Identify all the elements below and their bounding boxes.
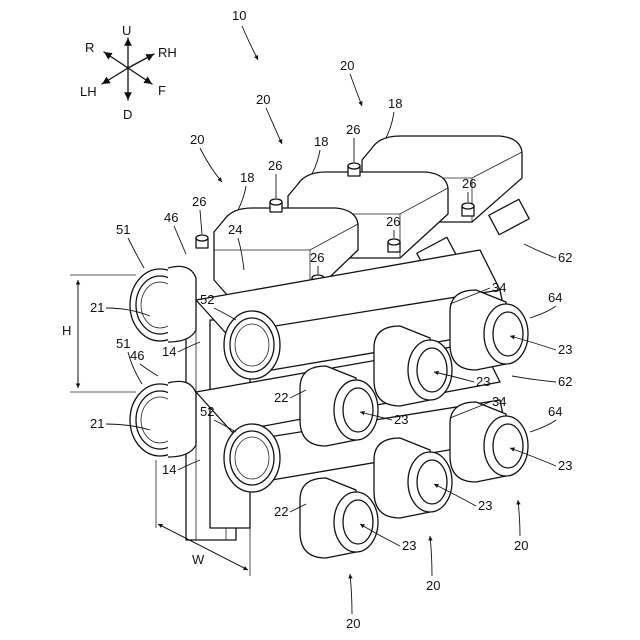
outlet-port	[450, 290, 528, 370]
callout-21: 21	[90, 416, 104, 431]
bolt-icon	[462, 203, 474, 216]
callout-21: 21	[90, 300, 104, 315]
direction-front-label: F	[158, 83, 166, 98]
callout-23: 23	[476, 374, 490, 389]
callout-22: 22	[274, 390, 288, 405]
height-dimension-label: H	[62, 323, 71, 338]
outlet-port	[450, 402, 528, 482]
callout-18: 18	[388, 96, 402, 111]
callout-23: 23	[558, 342, 572, 357]
callout-20: 20	[514, 538, 528, 553]
collar-ring-bottom	[224, 424, 280, 492]
callout-62: 62	[558, 374, 572, 389]
callout-18: 18	[314, 134, 328, 149]
callout-26: 26	[386, 214, 400, 229]
callout-20: 20	[340, 58, 354, 73]
direction-right-label: R	[85, 40, 94, 55]
callout-26: 26	[310, 250, 324, 265]
outlet-port	[300, 478, 378, 558]
bolt-icon	[196, 235, 208, 248]
callout-14: 14	[162, 462, 176, 477]
callout-23: 23	[402, 538, 416, 553]
callout-23: 23	[394, 412, 408, 427]
callout-52: 52	[200, 404, 214, 419]
callout-34: 34	[492, 394, 506, 409]
callout-20: 20	[346, 616, 360, 631]
callout-22: 22	[274, 504, 288, 519]
callout-24: 24	[228, 222, 242, 237]
direction-down-label: D	[123, 107, 132, 122]
direction-compass: U D R RH LH F	[80, 23, 177, 122]
callout-26: 26	[462, 176, 476, 191]
inlet-ring-top	[130, 266, 196, 342]
bolt-icon	[348, 163, 360, 176]
width-dimension-label: W	[192, 552, 205, 567]
assembly-label: 10	[232, 8, 246, 23]
callout-62: 62	[558, 250, 572, 265]
bolt-icon	[388, 239, 400, 252]
callout-46: 46	[130, 348, 144, 363]
callout-26: 26	[268, 158, 282, 173]
direction-up-label: U	[122, 23, 131, 38]
callout-34: 34	[492, 280, 506, 295]
callout-64: 64	[548, 290, 562, 305]
collar-ring-top	[224, 311, 280, 379]
callout-14: 14	[162, 344, 176, 359]
callout-20: 20	[426, 578, 440, 593]
assembly-callout: 10	[232, 8, 258, 60]
callout-26: 26	[192, 194, 206, 209]
callout-51: 51	[116, 336, 130, 351]
direction-right-hand-label: RH	[158, 45, 177, 60]
callout-23: 23	[478, 498, 492, 513]
callout-23: 23	[558, 458, 572, 473]
callout-20: 20	[256, 92, 270, 107]
callout-52: 52	[200, 292, 214, 307]
callout-51: 51	[116, 222, 130, 237]
callout-46: 46	[164, 210, 178, 225]
callout-20: 20	[190, 132, 204, 147]
callout-26: 26	[346, 122, 360, 137]
inlet-ring-bottom	[130, 381, 196, 457]
bolt-icon	[270, 199, 282, 212]
callout-18: 18	[240, 170, 254, 185]
callout-64: 64	[548, 404, 562, 419]
direction-left-hand-label: LH	[80, 84, 97, 99]
